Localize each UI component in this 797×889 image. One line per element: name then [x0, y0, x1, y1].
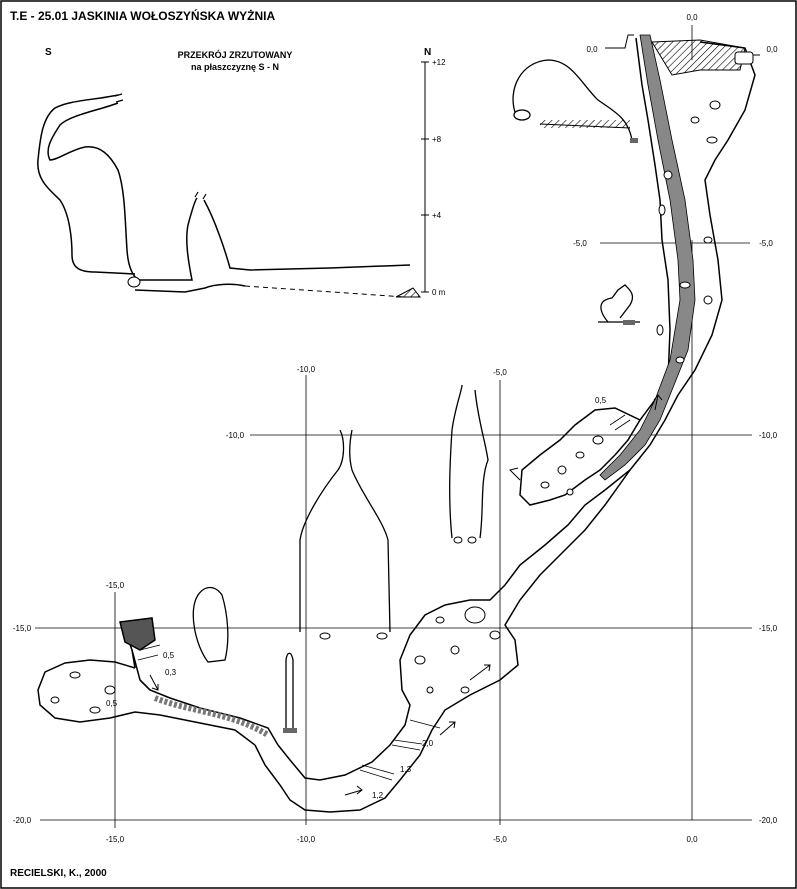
ledge-marks [137, 414, 631, 781]
plan-dark-deposit [119, 617, 156, 651]
profile-south-label: S [45, 47, 52, 58]
grid-x-label-5-bottom: -5,0 [493, 835, 507, 844]
profile-rock [127, 276, 141, 288]
depth-label: 1,2 [372, 791, 384, 800]
section-entrance [512, 59, 633, 141]
depth-label: 0,5 [106, 699, 118, 708]
grid-y-label-20-left: -20,0 [13, 816, 32, 825]
grid-y-label-15-left: -15,0 [13, 624, 32, 633]
profile-heading-line1: PRZEKRÓJ ZRZUTOWANY [178, 49, 293, 60]
coordinate-grid [35, 25, 752, 828]
section-west-small [192, 586, 229, 663]
grid-y-label-15-right: -15,0 [759, 624, 778, 633]
section-right-tall [449, 384, 489, 539]
rubble-strip [153, 695, 270, 738]
grid-y-label-10-left: -10,0 [226, 431, 245, 440]
profile-scale-label-4: +4 [432, 211, 442, 220]
plan-lower-left-wall [277, 489, 606, 781]
section-mid-sill [623, 320, 635, 325]
section-narrow [285, 652, 294, 730]
profile-break-mark [114, 93, 124, 103]
grid-x-label-0-bottom: 0,0 [686, 835, 698, 844]
entrance-section-marker-left [605, 34, 634, 49]
depth-label: 0,5 [163, 651, 175, 660]
plan-west-lower-wall [37, 659, 256, 746]
profile-entrance-ground [395, 287, 422, 298]
flow-arrows [149, 394, 663, 796]
grid-x-label-0: 0,0 [686, 13, 698, 22]
profile-scale-label-8: +8 [432, 135, 442, 144]
map-author: RECIELSKI, K., 2000 [10, 868, 107, 879]
section-narrow-sill [283, 728, 297, 733]
profile-outline-upper [37, 94, 198, 281]
profile-scale-label-12: +12 [432, 58, 446, 67]
profile-section: S N PRZEKRÓJ ZRZUTOWANY na płaszczyznę S… [37, 47, 446, 298]
profile-north-label: N [424, 47, 431, 58]
profile-outline-right [203, 199, 411, 271]
map-title: T.E - 25.01 JASKINIA WOŁOSZYŃSKA WYŻNIA [10, 8, 275, 23]
grid-x-label-10-bottom: -10,0 [297, 835, 316, 844]
entrance-debris [651, 39, 746, 76]
entrance-level-right: 0,0 [766, 45, 778, 54]
plan-lower-right-wall [254, 469, 631, 813]
cross-sections [192, 59, 640, 730]
profile-floor [134, 283, 246, 293]
profile-heading-line2: na płaszczyznę S - N [191, 62, 279, 72]
depth-label: 1,3 [400, 765, 412, 774]
plan-side-branch [519, 407, 641, 506]
profile-dashed-floor [244, 285, 406, 298]
grid-x-label-15: -15,0 [106, 581, 125, 590]
plan-passage-right-wall [604, 41, 756, 491]
section-center-tall [299, 429, 391, 633]
entrance-boulder [734, 51, 754, 65]
stream-channel [599, 34, 696, 481]
grid-y-label-20-right: -20,0 [759, 816, 778, 825]
profile-break-mark [194, 191, 207, 200]
grid-x-label-15-bottom: -15,0 [106, 835, 125, 844]
depth-label: 2,0 [422, 739, 434, 748]
depth-label: 0,5 [595, 396, 607, 405]
section-entrance-sill [630, 138, 638, 143]
rocks [50, 100, 721, 714]
grid-y-label-5-left: -5,0 [573, 239, 587, 248]
plan-west-upper-wall [124, 629, 279, 746]
grid-y-label-5-right: -5,0 [759, 239, 773, 248]
depth-label: 0,3 [165, 668, 177, 677]
grid-y-label-10-right: -10,0 [759, 431, 778, 440]
entrance-level-left: 0,0 [586, 45, 598, 54]
cave-plan [37, 37, 756, 813]
grid-x-label-10: -10,0 [297, 365, 316, 374]
grid-x-label-5: -5,0 [493, 368, 507, 377]
profile-scale-label-0: 0 m [432, 288, 446, 297]
section-mid [600, 284, 634, 323]
